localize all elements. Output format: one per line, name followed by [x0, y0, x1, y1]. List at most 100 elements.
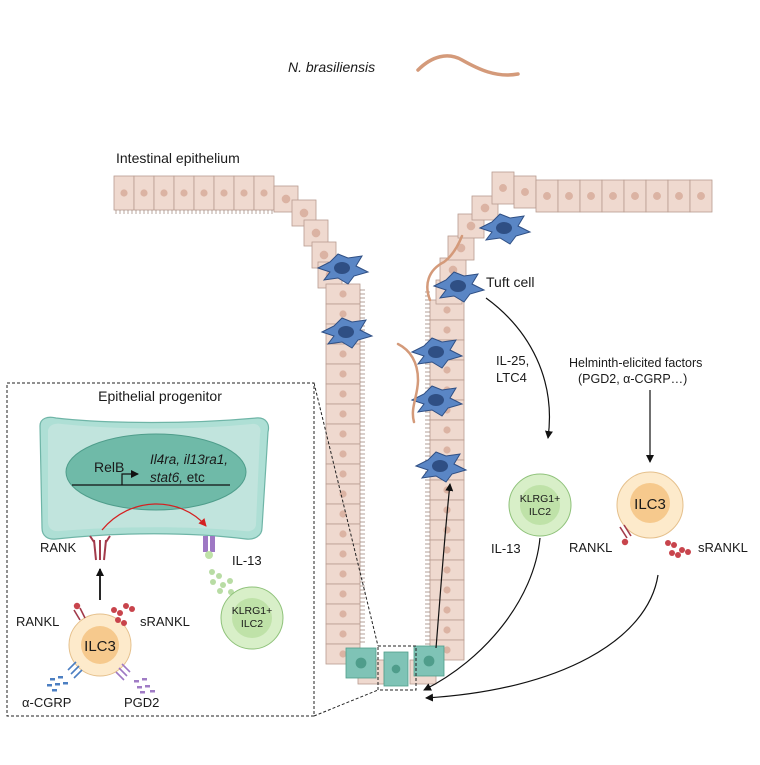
epithelial-cell: [471, 195, 499, 221]
epithelial-cell: [623, 179, 647, 213]
rankl-inset-icon: [73, 602, 86, 621]
cgrp-dots-icon: [47, 676, 68, 692]
cgrp-label: α-CGRP: [22, 695, 71, 710]
progenitor-nucleus: [65, 433, 247, 511]
tuft-signal-line1: IL-25,: [496, 353, 529, 368]
epithelial-cell: [689, 179, 713, 213]
targets-etc: etc: [183, 470, 205, 485]
epithelial-cell: [429, 539, 465, 561]
tuft-cell-icon: [478, 213, 532, 245]
ilc3-main-name: ILC3: [634, 496, 666, 513]
il13-label: IL-13: [232, 553, 262, 568]
ilc2-inset-line2: ILC2: [241, 618, 263, 630]
tuft-cell-icon: [316, 253, 370, 285]
epithelial-cell: [325, 363, 361, 385]
epithelial-cell: [325, 543, 361, 565]
ilc3-main-membrane: RANKL: [569, 540, 612, 555]
epithelial-cell: [429, 419, 465, 441]
tuft-cell-icon: [414, 451, 468, 483]
ilc2-cell-main: KLRG1+ ILC2: [508, 473, 572, 537]
tuft-cell-icon: [410, 385, 464, 417]
differentiation-arrow: [435, 483, 454, 649]
rank-receptor-icon: [89, 535, 111, 561]
epithelial-progenitor-inset: Epithelial progenitor RelB Il4ra, il13ra…: [6, 382, 315, 717]
progenitor-zoom-box: [377, 645, 417, 691]
epithelial-cell: [153, 175, 175, 211]
epithelial-cell: [429, 579, 465, 601]
ilc2-main-line2: ILC2: [529, 506, 551, 518]
epithelial-cell: [173, 175, 195, 211]
epithelial-cell: [557, 179, 581, 213]
epithelial-cell: [429, 559, 465, 581]
tuft-cell-label: Tuft cell: [486, 274, 535, 290]
rankl-to-crypt-arrow: [425, 574, 659, 702]
epithelial-cell: [491, 171, 515, 205]
progenitor-cell: [39, 416, 270, 540]
progenitor-cell-crypt: [383, 651, 409, 687]
targets-line2: stat6, etc: [150, 470, 205, 485]
targets-line1: Il4ra, il13ra1,: [150, 452, 228, 467]
epithelial-cell: [429, 319, 465, 341]
helminth-worm-icon: [416, 54, 520, 77]
epithelial-cell: [325, 443, 361, 465]
rankl-inset-label: RANKL: [16, 614, 59, 629]
il13-receptor-icon: [203, 536, 215, 559]
tuft-cells: [316, 213, 532, 483]
tuft-cell-icon: [320, 317, 374, 349]
ilc3-cell-inset: ILC3: [68, 613, 132, 677]
zoom-connector-top: [313, 382, 379, 647]
ilc3-cell-main: ILC3: [616, 471, 684, 539]
epithelial-cell: [325, 603, 361, 625]
epithelial-cell: [325, 623, 361, 645]
ilc3-main-soluble: sRANKL: [698, 540, 748, 555]
epithelial-cell: [667, 179, 691, 213]
epithelial-cell: [193, 175, 215, 211]
epithelium-label: Intestinal epithelium: [116, 150, 240, 166]
inset-title: Epithelial progenitor: [98, 388, 222, 404]
tuft-cell-icon: [432, 271, 486, 303]
ilc2-main-line1: KLRG1+: [520, 493, 561, 505]
signaling-arrow: [101, 503, 207, 531]
epithelial-cell: [325, 503, 361, 525]
tuft-cell-icon: [410, 337, 464, 369]
epithelial-cell: [325, 583, 361, 605]
epithelial-cell: [133, 175, 155, 211]
srankl-dots-icon: [665, 540, 691, 558]
rankl-membrane-icon: [619, 524, 632, 546]
il13-dots-icon: [209, 569, 234, 595]
epithelial-cell: [535, 179, 559, 213]
epithelial-cell: [601, 179, 625, 213]
epithelial-cell: [325, 343, 361, 365]
tuft-signal-line2: LTC4: [496, 370, 527, 385]
epithelial-cell: [325, 463, 361, 485]
zoom-connector-bottom: [313, 689, 379, 717]
epithelial-cell: [429, 519, 465, 541]
relb-label: RelB: [94, 459, 124, 475]
pgd2-receptor-icon: [115, 663, 131, 681]
epithelial-cell: [645, 179, 669, 213]
cgrp-receptor-icon: [67, 661, 83, 679]
epithelial-cell: [429, 599, 465, 621]
pathogen-label: N. brasiliensis: [288, 59, 375, 75]
epithelial-cell: [253, 175, 275, 211]
helminth-factors-line1: Helminth-elicited factors: [569, 356, 702, 370]
progenitor-cell-crypt: [413, 645, 445, 677]
epithelial-cell: [325, 403, 361, 425]
epithelial-cell: [513, 175, 537, 209]
epithelial-cell: [213, 175, 235, 211]
transcription-arrow: [121, 470, 139, 485]
tuft-to-ilc2-arrow: [485, 297, 553, 439]
il13-to-crypt-arrow: [423, 537, 541, 691]
ilc3-inset-name: ILC3: [84, 638, 116, 655]
epithelial-cell: [233, 175, 255, 211]
epithelial-cell: [325, 563, 361, 585]
epithelial-cell: [113, 175, 135, 211]
epithelial-cell: [429, 479, 465, 501]
targets-stat6: stat6,: [150, 470, 183, 485]
helminth-worm-icon: [426, 234, 464, 302]
pgd2-label: PGD2: [124, 695, 159, 710]
epithelial-cell: [325, 423, 361, 445]
helminth-factors-line2: (PGD2, α-CGRP…): [578, 372, 687, 386]
epithelial-cell: [429, 619, 465, 641]
